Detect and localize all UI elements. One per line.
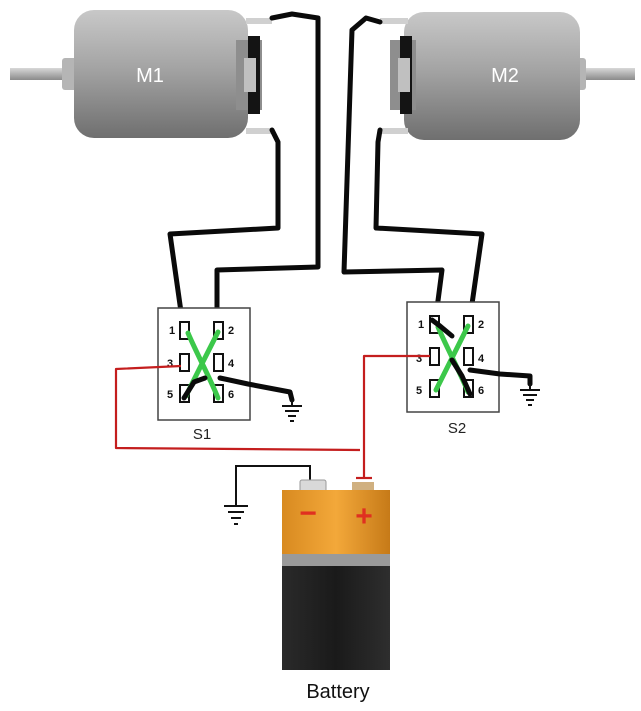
wire-s2-pin6-link bbox=[449, 357, 473, 397]
wire-red-s2-pin3-to-positive bbox=[362, 354, 430, 478]
switch-s1-pin-label-1: 1 bbox=[169, 325, 175, 337]
motor-m2-shaft bbox=[575, 68, 635, 80]
battery-bottom-section bbox=[282, 566, 390, 670]
battery-label: Battery bbox=[306, 681, 369, 703]
battery-seam bbox=[282, 554, 390, 566]
switch-s1-pin-label-2: 2 bbox=[228, 325, 234, 337]
motor-m1-shaft bbox=[10, 68, 68, 80]
switch-s1: 1 2 3 4 5 6 S1 bbox=[157, 307, 295, 443]
ground-symbol-s1 bbox=[282, 400, 302, 422]
switch-s2-pin-label-4: 4 bbox=[478, 353, 485, 365]
wire-red-s1-pin3 bbox=[114, 364, 361, 452]
switch-s1-pin-label-4: 4 bbox=[228, 358, 235, 370]
battery-positive-terminal bbox=[352, 482, 374, 492]
battery-positive-label: + bbox=[355, 500, 373, 533]
motor-m1: M1 bbox=[10, 10, 272, 138]
wire-s2-pin4-to-ground bbox=[467, 367, 533, 387]
switch-s2-pin-label-2: 2 bbox=[478, 319, 484, 331]
wire-negative-to-ground bbox=[235, 465, 311, 506]
switch-s1-pin-label-5: 5 bbox=[167, 389, 173, 401]
ground-symbol-battery bbox=[224, 505, 248, 525]
switch-s1-label: S1 bbox=[193, 426, 211, 443]
battery-top-section bbox=[282, 490, 390, 554]
ground-symbol-s2 bbox=[520, 384, 540, 406]
wire-m1-top-to-s1-pin2 bbox=[214, 11, 321, 329]
motor-m1-body bbox=[74, 10, 248, 138]
motor-m1-rear-bushing bbox=[244, 58, 256, 92]
wire-m1-bottom-to-s1-pin1 bbox=[167, 127, 281, 329]
motor-m1-terminal-top bbox=[246, 18, 272, 24]
switch-s2-pin-label-1: 1 bbox=[418, 319, 424, 331]
switch-s2-pin-label-3: 3 bbox=[416, 353, 422, 365]
wire-m2-top-to-s2-pin1 bbox=[341, 15, 445, 319]
switch-s1-pin-label-3: 3 bbox=[167, 358, 173, 370]
switch-s2-pin-3 bbox=[429, 347, 440, 366]
motor-m2: M2 bbox=[380, 12, 635, 140]
switch-s2-pin-4 bbox=[463, 347, 474, 366]
motor-m2-terminal-top bbox=[380, 18, 408, 24]
switch-s1-pin-1 bbox=[179, 321, 190, 340]
motor-m2-rear-bushing bbox=[398, 58, 410, 92]
motor-m2-terminal-bottom bbox=[380, 128, 408, 134]
switch-s1-pin-3 bbox=[179, 353, 190, 372]
switch-s2-pin-label-6: 6 bbox=[478, 385, 484, 397]
switch-s2: 1 2 3 4 5 6 S2 bbox=[406, 301, 533, 437]
supply-wires bbox=[114, 354, 430, 506]
motor-m2-body bbox=[404, 12, 580, 140]
battery-negative-label: − bbox=[299, 497, 317, 530]
motor-wires bbox=[167, 11, 485, 329]
motor-m2-label: M2 bbox=[491, 65, 519, 87]
motor-m1-terminal-bottom bbox=[246, 128, 272, 134]
battery: − + Battery bbox=[282, 479, 390, 703]
wire-s2-pin1-link bbox=[429, 317, 455, 339]
wire-s1-pin4-to-ground bbox=[217, 375, 295, 403]
switch-s1-pin-4 bbox=[213, 353, 224, 372]
switch-s2-label: S2 bbox=[448, 420, 466, 437]
wire-m2-bottom-to-s2-pin2 bbox=[373, 127, 485, 321]
motor-m1-label: M1 bbox=[136, 65, 164, 87]
switch-s2-pin-label-5: 5 bbox=[416, 385, 422, 397]
switch-s1-pin-label-6: 6 bbox=[228, 389, 234, 401]
wire-s1-pin5-link bbox=[181, 375, 208, 401]
